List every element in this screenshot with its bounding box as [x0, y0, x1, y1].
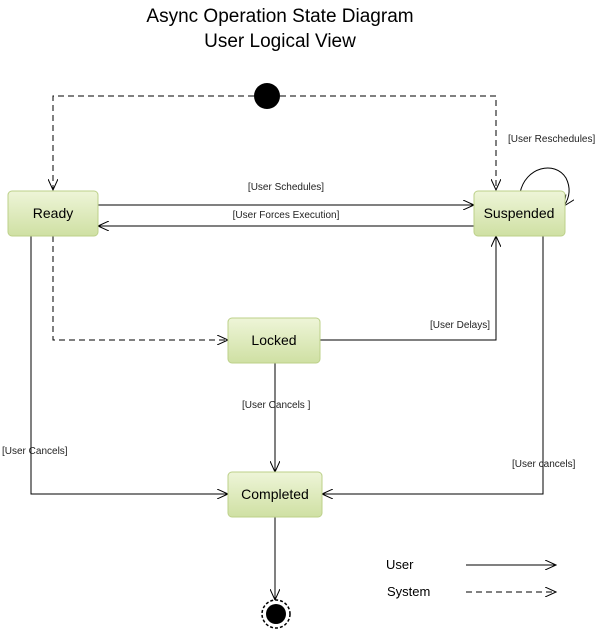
state-ready: Ready: [7, 190, 99, 237]
state-suspended: Suspended: [473, 190, 566, 237]
diagram-title: Async Operation State Diagram: [146, 6, 413, 27]
state-ready-label: Ready: [33, 205, 73, 221]
label-user-forces-execution: [User Forces Execution]: [233, 210, 340, 221]
state-locked: Locked: [227, 317, 321, 364]
edge-locked-to-suspended: [320, 236, 496, 341]
label-user-delays: [User Delays]: [430, 320, 490, 331]
state-completed-label: Completed: [241, 486, 309, 502]
label-user-reschedules: [User Reschedules]: [508, 134, 595, 145]
legend: User System: [386, 557, 556, 599]
initial-state-node: [254, 83, 280, 109]
edge-suspended-self-loop: [519, 167, 569, 206]
label-user-cancels-locked: [User Cancels ]: [242, 400, 311, 411]
label-user-cancels-suspended: [User cancels]: [512, 459, 576, 470]
legend-system-label: System: [387, 584, 430, 599]
edge-ready-to-completed: [30, 236, 228, 494]
edge-initial-to-suspended: [280, 95, 496, 190]
state-suspended-label: Suspended: [484, 205, 555, 221]
label-user-schedules: [User Schedules]: [248, 182, 324, 193]
state-completed: Completed: [227, 471, 323, 518]
edge-suspended-to-completed: [322, 236, 544, 494]
final-state-node: [266, 604, 286, 624]
label-user-cancels-ready: [User Cancels]: [2, 446, 68, 457]
state-locked-label: Locked: [251, 332, 296, 348]
edge-ready-to-locked: [52, 236, 228, 340]
legend-user-label: User: [386, 557, 414, 572]
diagram-subtitle: User Logical View: [204, 31, 356, 52]
edge-initial-to-ready: [53, 95, 254, 190]
